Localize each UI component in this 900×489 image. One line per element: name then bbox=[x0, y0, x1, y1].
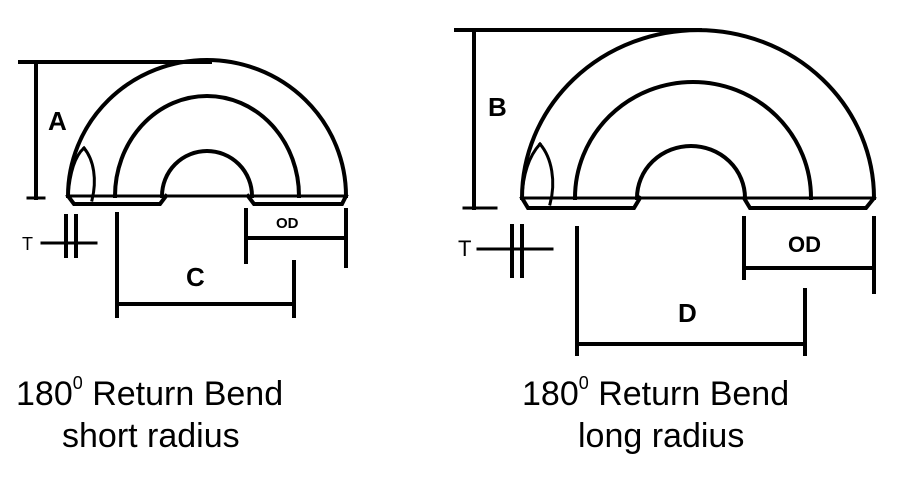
long-label-b: B bbox=[488, 92, 507, 122]
long-label-d: D bbox=[678, 298, 697, 328]
long-label-t: T bbox=[458, 236, 471, 261]
short-caption-line1: 1800 Return Bend bbox=[16, 373, 283, 413]
short-end-cap bbox=[65, 193, 349, 206]
long-middle-arc bbox=[572, 80, 814, 201]
long-end-cap bbox=[519, 195, 877, 210]
short-label-a: A bbox=[48, 106, 67, 136]
long-wall-curve-outer bbox=[520, 141, 543, 200]
long-inner-arc bbox=[634, 144, 748, 201]
long-caption-degree: 0 bbox=[579, 373, 589, 393]
short-radius-bend bbox=[18, 58, 349, 318]
short-label-t: T bbox=[22, 234, 33, 254]
short-label-od: OD bbox=[276, 215, 299, 232]
short-wall-curve-inner bbox=[81, 145, 96, 202]
long-label-od: OD bbox=[788, 232, 821, 257]
long-caption-prefix: 180 bbox=[522, 375, 579, 413]
short-label-c: C bbox=[186, 262, 205, 292]
short-caption-line2: short radius bbox=[62, 417, 240, 455]
short-middle-arc bbox=[112, 94, 302, 199]
short-caption-prefix: 180 bbox=[16, 375, 73, 413]
short-wall-curve-outer bbox=[66, 145, 87, 198]
long-outer-arc bbox=[519, 28, 877, 201]
short-caption-degree: 0 bbox=[73, 373, 83, 393]
long-wall-curve-inner bbox=[537, 141, 555, 206]
long-caption-suffix: Return Bend bbox=[589, 375, 789, 413]
long-caption-line2: long radius bbox=[578, 417, 744, 455]
long-caption-line1: 1800 Return Bend bbox=[522, 373, 789, 413]
short-caption-suffix: Return Bend bbox=[83, 375, 283, 413]
short-inner-arc bbox=[159, 149, 255, 199]
short-outer-arc bbox=[65, 58, 349, 199]
long-radius-bend bbox=[454, 28, 877, 356]
